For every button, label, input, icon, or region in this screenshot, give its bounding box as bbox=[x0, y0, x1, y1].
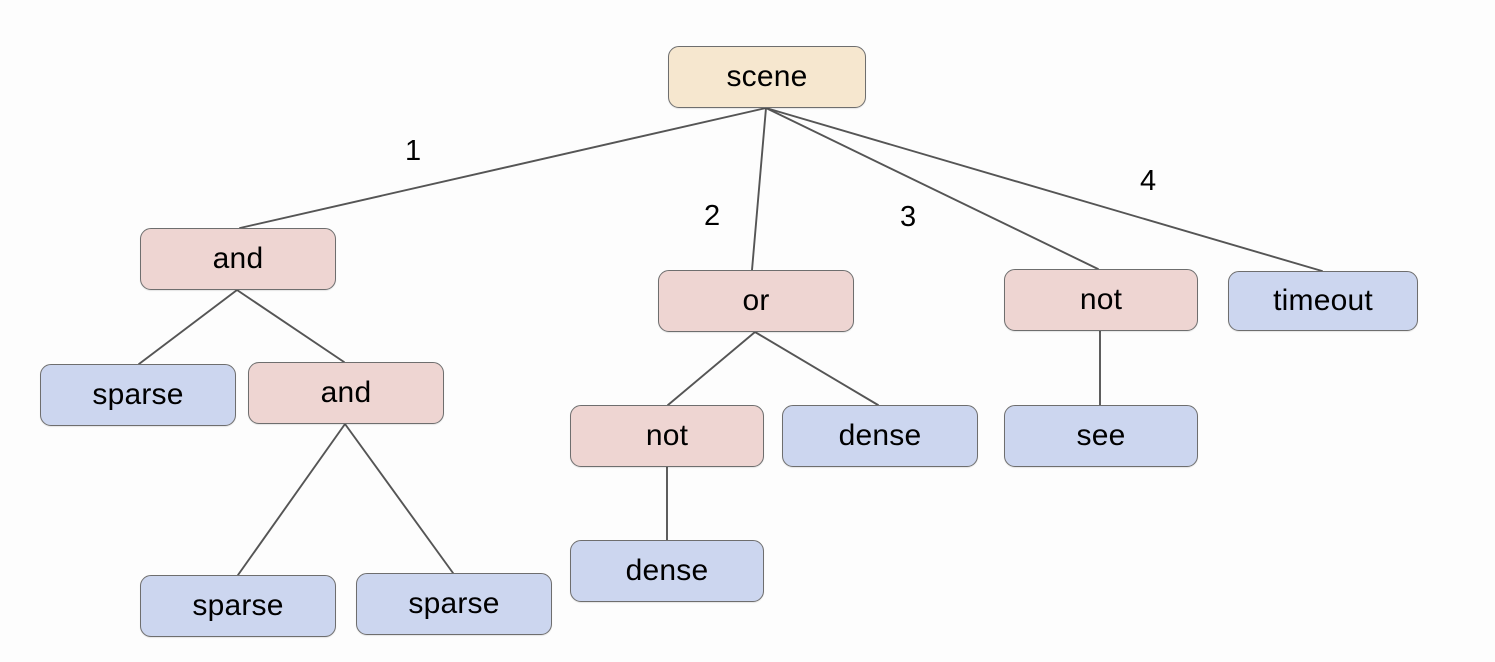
tree-edge bbox=[237, 423, 346, 576]
tree-node-sparse1[interactable]: sparse bbox=[40, 364, 236, 426]
edge-label-3: 3 bbox=[900, 201, 917, 233]
tree-node-label: sparse bbox=[192, 589, 284, 622]
tree-node-label: dense bbox=[625, 554, 709, 587]
tree-node-sparse2[interactable]: sparse bbox=[140, 575, 336, 637]
tree-node-label: and bbox=[320, 376, 372, 409]
tree-node-label: dense bbox=[838, 419, 922, 452]
tree-edge bbox=[765, 107, 1099, 270]
edge-label-2: 2 bbox=[704, 200, 721, 232]
tree-edge bbox=[138, 289, 238, 365]
tree-node-label: timeout bbox=[1273, 284, 1373, 317]
tree-node-label: or bbox=[742, 284, 770, 317]
tree-node-label: sparse bbox=[92, 378, 184, 411]
tree-edge bbox=[765, 107, 1323, 272]
tree-node-dense1[interactable]: dense bbox=[782, 405, 978, 467]
tree-edge bbox=[344, 423, 454, 574]
tree-node-dense2[interactable]: dense bbox=[570, 540, 764, 602]
tree-node-and1[interactable]: and bbox=[140, 228, 336, 290]
tree-node-label: not bbox=[1079, 283, 1123, 316]
tree-node-not_r[interactable]: not bbox=[1004, 269, 1198, 331]
tree-node-label: not bbox=[645, 419, 689, 452]
tree-node-not_m[interactable]: not bbox=[570, 405, 764, 467]
tree-node-and2[interactable]: and bbox=[248, 362, 444, 424]
tree-node-see[interactable]: see bbox=[1004, 405, 1198, 467]
tree-edge bbox=[236, 289, 345, 363]
tree-node-scene[interactable]: scene bbox=[668, 46, 866, 108]
tree-edge bbox=[751, 107, 767, 271]
tree-node-timeout[interactable]: timeout bbox=[1228, 271, 1418, 331]
tree-node-label: and bbox=[212, 242, 264, 275]
tree-node-label: sparse bbox=[408, 587, 500, 620]
edge-label-4: 4 bbox=[1140, 165, 1157, 197]
tree-edge bbox=[667, 331, 756, 406]
tree-edge bbox=[239, 107, 767, 229]
tree-node-sparse3[interactable]: sparse bbox=[356, 573, 552, 635]
tree-node-label: scene bbox=[726, 60, 808, 93]
tree-node-label: see bbox=[1076, 419, 1126, 452]
tree-node-or1[interactable]: or bbox=[658, 270, 854, 332]
tree-edge bbox=[754, 331, 879, 406]
edge-label-1: 1 bbox=[405, 135, 422, 167]
